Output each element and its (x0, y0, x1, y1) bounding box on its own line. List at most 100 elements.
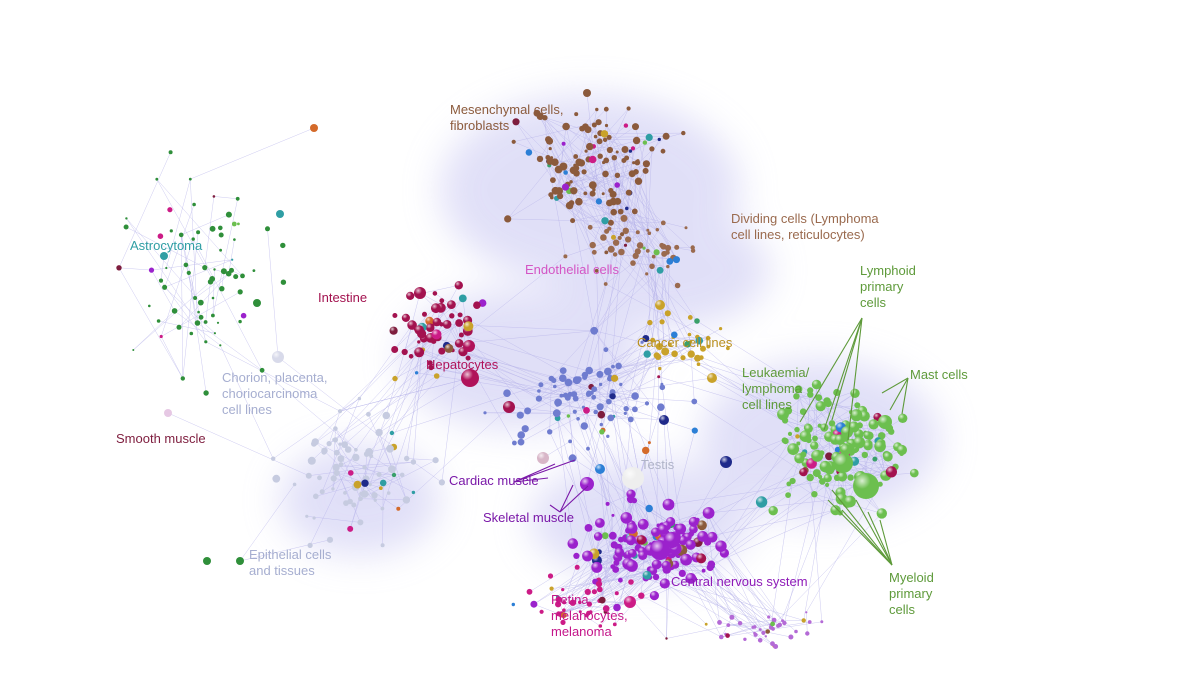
network-node (621, 146, 629, 153)
network-node (630, 260, 636, 266)
network-node (365, 448, 374, 456)
network-node (612, 622, 617, 627)
network-node (575, 158, 583, 167)
network-edge (205, 341, 341, 412)
network-node (354, 447, 358, 452)
network-node (203, 390, 209, 396)
network-node (235, 196, 240, 201)
node-highlight (414, 287, 426, 299)
network-node (604, 367, 612, 376)
network-edge (422, 349, 539, 392)
network-edge (668, 481, 823, 505)
network-node (625, 206, 629, 211)
node-highlight (702, 507, 715, 519)
network-node (656, 266, 664, 274)
node-highlight (636, 535, 647, 545)
node-highlight (407, 320, 417, 330)
network-edge (616, 232, 650, 243)
network-node (655, 228, 659, 232)
network-node (478, 299, 487, 307)
label-line: Myeloid (889, 570, 934, 585)
network-edge (164, 259, 233, 288)
network-node (511, 602, 515, 607)
network-edge (584, 341, 643, 378)
network-node (854, 402, 861, 409)
network-node (371, 492, 378, 499)
network-node (432, 291, 438, 296)
network-edge (204, 196, 215, 268)
network-node (595, 198, 603, 205)
network-node (539, 609, 544, 614)
label-pointer (847, 317, 863, 441)
label-pointer (855, 499, 893, 566)
network-edge (239, 484, 295, 562)
network-node (661, 250, 668, 257)
network-edge (161, 291, 241, 337)
label-intestine: Intestine (318, 290, 367, 306)
network-node (570, 187, 578, 195)
network-edge (588, 239, 629, 371)
network-edge (638, 139, 660, 182)
network-node (331, 487, 335, 491)
node-highlight (707, 373, 717, 383)
node-highlight (662, 498, 675, 511)
network-node (596, 586, 603, 593)
network-edge (565, 126, 576, 166)
network-edge (389, 448, 407, 500)
network-node (603, 106, 609, 112)
network-node (159, 334, 163, 339)
network-edge (584, 242, 617, 376)
network-edge (158, 320, 215, 334)
network-edge (368, 352, 420, 415)
network-edge (578, 192, 629, 202)
network-node (782, 620, 787, 626)
network-node (428, 364, 434, 371)
network-node (570, 218, 576, 224)
network-node (561, 183, 570, 191)
node-highlight (595, 518, 605, 528)
node-highlight (720, 456, 732, 468)
label-line: Skeletal muscle (483, 510, 575, 525)
network-edge (605, 566, 713, 613)
network-edge (563, 344, 671, 396)
node-highlight (431, 303, 441, 314)
network-edge (615, 254, 677, 260)
network-edge (809, 477, 823, 622)
network-edge (609, 233, 650, 377)
network-node (607, 219, 614, 226)
network-node (805, 611, 808, 614)
label-line: primary (860, 279, 904, 294)
network-edge (118, 267, 184, 379)
network-edge (561, 515, 614, 614)
network-node (552, 409, 561, 418)
network-node (626, 106, 631, 111)
network-node (559, 393, 564, 398)
network-node (203, 320, 208, 324)
network-node (576, 417, 580, 421)
network-node (640, 340, 644, 344)
node-highlight (680, 553, 692, 566)
network-node (593, 134, 598, 139)
network-node (628, 579, 634, 585)
network-node (617, 208, 624, 215)
network-edge (583, 407, 657, 537)
network-node (162, 284, 168, 290)
network-node (777, 622, 782, 628)
network-node (806, 473, 814, 482)
network-node (596, 138, 603, 145)
network-node (623, 243, 628, 247)
network-node (598, 596, 606, 604)
network-node (765, 629, 770, 634)
network-node (191, 237, 195, 241)
network-edge (339, 377, 471, 412)
network-node (647, 319, 653, 326)
network-node (517, 431, 525, 439)
network-node (690, 245, 695, 250)
network-node (240, 273, 245, 279)
network-node (704, 622, 708, 626)
network-node (396, 506, 401, 511)
network-node (548, 147, 552, 151)
network-edge (561, 603, 590, 615)
